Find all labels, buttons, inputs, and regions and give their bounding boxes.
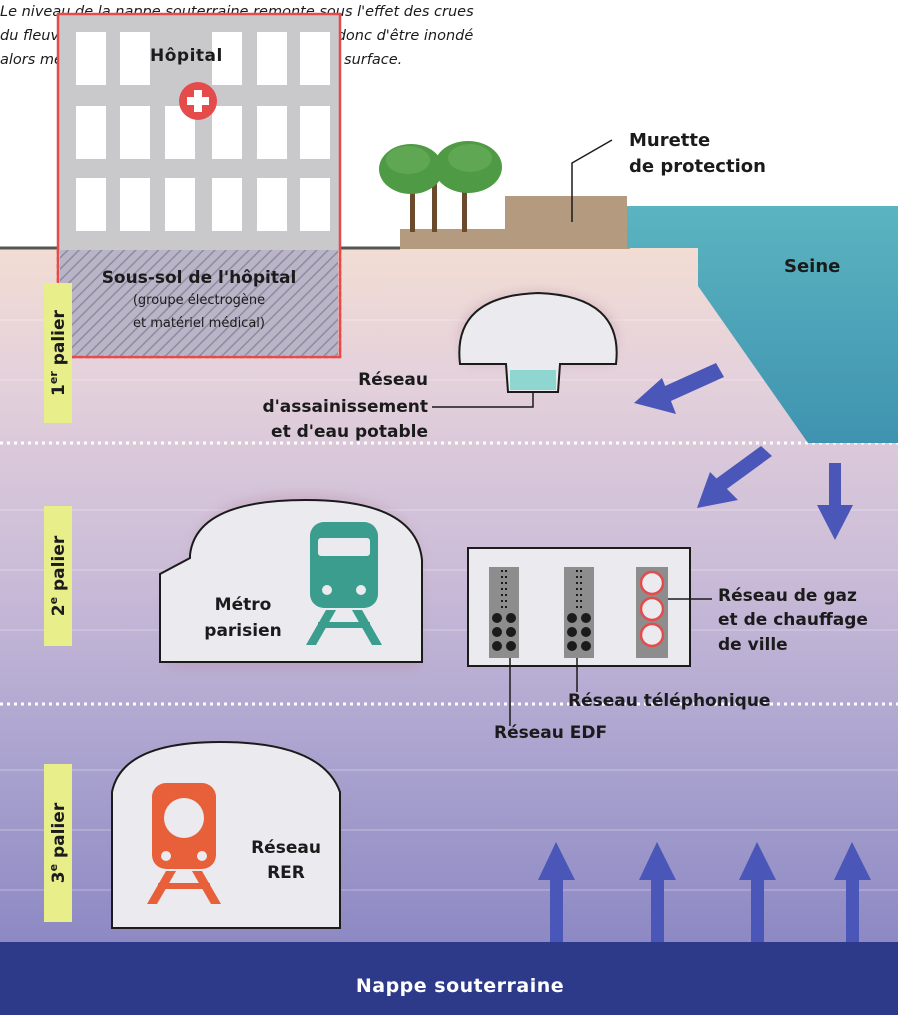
murette-leader [571,139,613,222]
phone-cable-icon [564,567,594,658]
arrow-up-1 [538,842,575,942]
sewer-leader [432,392,534,408]
edf-cable-icon [489,567,519,658]
arrow-diagonal-1 [634,363,724,414]
rer-label-line1: Réseau [251,838,321,858]
metro-label-line2: parisien [204,621,282,641]
gas-label-line2: et de chauffage [718,610,868,630]
groundwater-label: Nappe souterraine [355,975,565,997]
metro-label-line1: Métro [214,595,272,615]
tier-tab-3 [44,764,72,922]
water-flow-arrows [538,363,871,942]
sewer-label-line3: et d'eau potable [271,422,428,442]
metro-train-icon [306,522,382,645]
gas-pipe-icon [636,567,668,658]
tier-tab-2 [44,506,72,646]
tier-label-2: 2e palier [47,535,69,617]
seine-river [627,206,898,443]
arrow-down [817,463,853,540]
trees [379,141,502,232]
hospital-building [56,12,342,359]
basement-detail-2: et matériel médical) [133,316,265,331]
sewer-label-line1: Réseau [358,370,428,390]
arrow-up-2 [639,842,676,942]
protection-wall [505,196,627,230]
hospital-title: Hôpital [150,46,223,66]
rer-label-line2: RER [267,863,305,883]
sewer-tunnel [458,291,618,393]
arrow-up-4 [834,842,871,942]
rer-tunnel [111,740,341,929]
sewer-water [510,370,556,390]
murette-label-line1: Murette [629,130,711,151]
tier-tab-1 [44,283,72,423]
gas-label-line3: de ville [718,635,788,655]
seine-label: Seine [784,256,841,277]
sewer-label-line2: d'assainissement [262,397,428,417]
gas-label-line1: Réseau de gaz [718,586,857,606]
hospital-cross-icon [179,82,217,120]
basement-detail-1: (groupe électrogène [132,293,266,308]
tier-label-1: 1er palier [47,310,69,396]
embankment [400,229,630,249]
arrow-diagonal-2 [697,446,772,508]
edf-label: Réseau EDF [494,723,608,743]
phone-label: Réseau téléphonique [568,691,771,711]
basement-title: Sous-sol de l'hôpital [101,268,297,288]
rer-train-icon [147,783,221,904]
murette-label-line2: de protection [629,156,766,177]
groundwater-label-box [338,965,582,1005]
tier-label-3: 3e palier [47,802,69,884]
hospital-basement [60,250,338,356]
arrow-up-3 [739,842,776,942]
